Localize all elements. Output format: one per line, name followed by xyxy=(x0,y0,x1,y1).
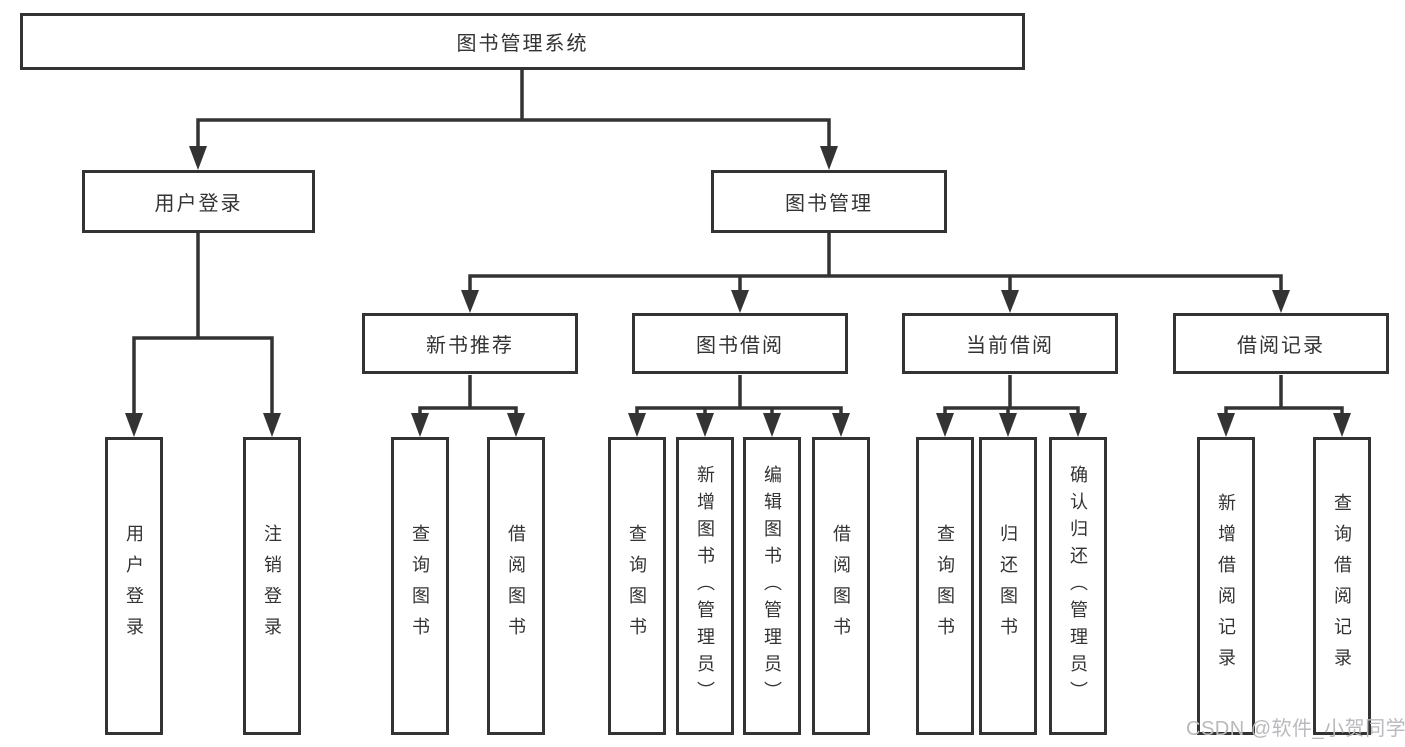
connector-new-book-recommend-to-leaves xyxy=(411,375,525,437)
connector-line xyxy=(468,232,1283,294)
connector-borrowing-records-to-leaves xyxy=(1217,375,1351,437)
leaf-label: 查询图书 xyxy=(627,524,647,648)
node-label: 当前借阅 xyxy=(966,335,1054,357)
leaf-label: 查询图书 xyxy=(410,524,430,648)
node-book-management: 图书管理 xyxy=(711,170,947,233)
leaf-label: 新增图书（管理员） xyxy=(695,464,715,708)
leaf-return-books: 归还图书 xyxy=(979,437,1037,735)
node-new-book-recommend: 新书推荐 xyxy=(362,313,578,374)
connector-line xyxy=(196,70,831,150)
arrowhead-down-icon xyxy=(461,290,1290,313)
leaf-label: 查询借阅记录 xyxy=(1332,493,1352,679)
leaf-logout: 注销登录 xyxy=(243,437,301,735)
arrowhead-down-icon xyxy=(189,146,838,170)
leaf-label: 用户登录 xyxy=(124,524,144,648)
leaf-label: 注销登录 xyxy=(262,524,282,648)
connector-line xyxy=(635,375,843,416)
leaf-label: 归还图书 xyxy=(998,524,1018,648)
leaf-borrow-books: 借阅图书 xyxy=(487,437,545,735)
node-label: 图书管理 xyxy=(785,193,873,215)
leaf-label: 编辑图书（管理员） xyxy=(762,464,782,708)
node-user-login: 用户登录 xyxy=(82,170,315,233)
leaf-confirm-return-admin: 确认归还（管理员） xyxy=(1049,437,1107,735)
node-current-borrowing: 当前借阅 xyxy=(902,313,1118,374)
leaf-label: 确认归还（管理员） xyxy=(1068,464,1088,708)
connector-line xyxy=(1224,375,1344,416)
leaf-add-books-admin: 新增图书（管理员） xyxy=(676,437,734,735)
leaf-query-books: 查询图书 xyxy=(608,437,666,735)
leaf-label: 查询图书 xyxy=(935,524,955,648)
node-label: 用户登录 xyxy=(154,193,243,215)
connector-line xyxy=(418,375,518,416)
connector-line xyxy=(132,233,274,416)
leaf-user-login: 用户登录 xyxy=(105,437,163,735)
leaf-query-books: 查询图书 xyxy=(916,437,974,735)
leaf-label: 借阅图书 xyxy=(506,524,526,648)
connector-user-login-to-leaves xyxy=(125,233,281,437)
connector-current-borrowing-to-leaves xyxy=(936,375,1087,437)
arrowhead-down-icon xyxy=(411,413,525,437)
connector-book-management-to-level3 xyxy=(461,232,1290,313)
arrowhead-down-icon xyxy=(125,413,281,437)
node-label: 借阅记录 xyxy=(1237,335,1325,357)
node-borrowing-records: 借阅记录 xyxy=(1173,313,1389,374)
arrowhead-down-icon xyxy=(1217,413,1351,437)
leaf-label: 新增借阅记录 xyxy=(1216,493,1236,679)
leaf-borrow-books: 借阅图书 xyxy=(812,437,870,735)
node-label: 图书管理系统 xyxy=(456,33,589,55)
watermark-csdn: CSDN @软件_小贺同学 xyxy=(1186,718,1405,740)
arrowhead-down-icon xyxy=(628,413,850,437)
connector-line xyxy=(943,375,1080,416)
leaf-edit-books-admin: 编辑图书（管理员） xyxy=(743,437,801,735)
leaf-label: 借阅图书 xyxy=(831,524,851,648)
connector-root-to-level2 xyxy=(189,70,838,170)
node-label: 新书推荐 xyxy=(426,335,514,357)
leaf-query-borrow-record: 查询借阅记录 xyxy=(1313,437,1371,735)
leaf-query-books: 查询图书 xyxy=(391,437,449,735)
leaf-add-borrow-record: 新增借阅记录 xyxy=(1197,437,1255,735)
node-root-system: 图书管理系统 xyxy=(20,13,1025,70)
connector-book-borrowing-to-leaves xyxy=(628,375,850,437)
node-book-borrowing: 图书借阅 xyxy=(632,313,848,374)
arrowhead-down-icon xyxy=(936,413,1087,437)
node-label: 图书借阅 xyxy=(696,335,784,357)
